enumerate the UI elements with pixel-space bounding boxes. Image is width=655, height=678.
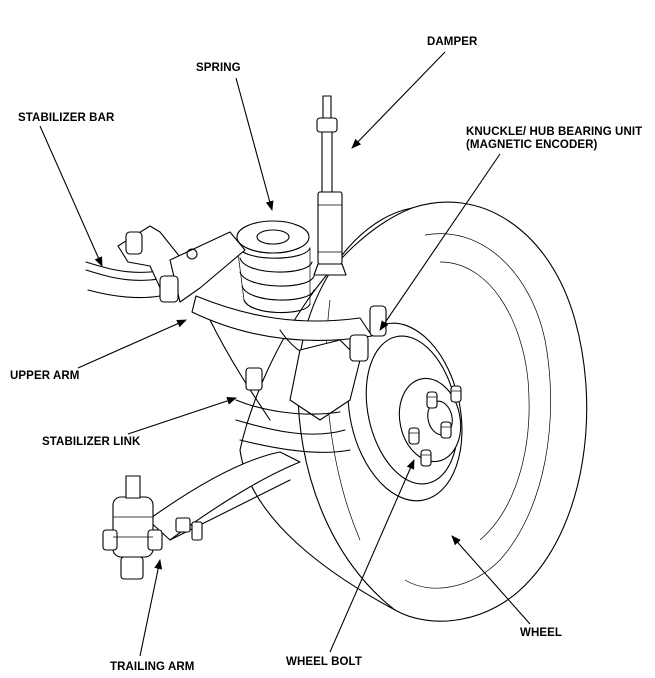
label-trailing-arm: TRAILING ARM [110,661,195,673]
upper-arm-drawing [117,225,387,342]
trailing-arm-drawing [102,451,301,580]
label-damper: DAMPER [427,36,478,48]
knuckle-drawing [209,319,369,453]
wheel-bolts [408,385,462,467]
label-magnetic-encoder: (MAGNETIC ENCODER) [466,139,598,151]
label-spring: SPRING [196,62,241,74]
leader-lines [39,51,531,657]
label-wheel-bolt: WHEEL BOLT [286,656,362,668]
label-stabilizer-bar: STABILIZER BAR [18,112,115,124]
damper-drawing [313,95,347,276]
label-knuckle-hub-bearing-unit: KNUCKLE/ HUB BEARING UNIT [466,126,643,138]
spring-drawing [236,220,315,314]
label-wheel: WHEEL [520,627,563,639]
label-upper-arm: UPPER ARM [10,370,80,382]
label-stabilizer-link: STABILIZER LINK [42,436,141,448]
hub-drawing [347,322,463,502]
